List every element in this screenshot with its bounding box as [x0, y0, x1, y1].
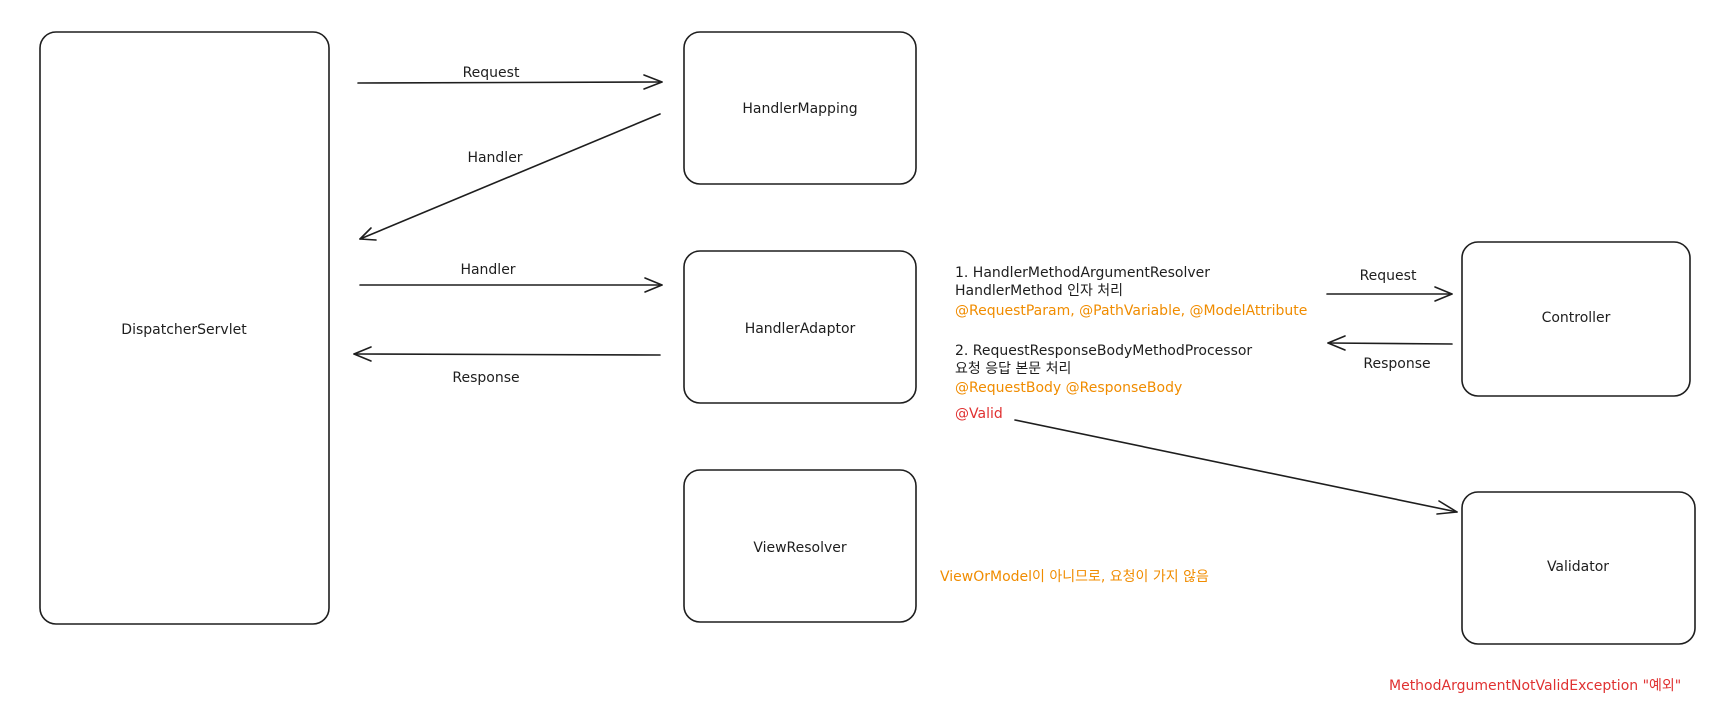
arrow-valid-to-validator: [1014, 419, 1458, 515]
view-note-rest: 이 아니므로, 요청이 가지 않음: [1032, 569, 1209, 585]
view-note-highlight: ViewOrModel: [940, 569, 1032, 585]
arrow-controller-to-adaptor: [1327, 335, 1453, 351]
handler-mapping-box[interactable]: [683, 31, 917, 185]
edge-label-handler-return: Handler: [467, 150, 522, 166]
valid-annotation: @Valid: [955, 406, 1003, 422]
edge-label-handler: Handler: [460, 262, 515, 278]
exception-note: MethodArgumentNotValidException "예외": [1389, 678, 1681, 694]
exception-name: MethodArgumentNotValidException: [1389, 678, 1638, 694]
view-resolver-label: ViewResolver: [753, 540, 847, 556]
resolver-annotations: @RequestParam, @PathVariable, @ModelAttr…: [955, 303, 1307, 319]
resolver-title: 1. HandlerMethodArgumentResolver: [955, 265, 1210, 281]
dispatcher-servlet-box[interactable]: [39, 31, 330, 625]
arrow-adaptor-to-dispatcher: [353, 346, 661, 362]
arrow-dispatcher-to-adaptor: [359, 277, 663, 293]
edge-label-response: Response: [452, 370, 519, 386]
arrow-mapping-to-dispatcher: [359, 113, 661, 241]
processor-description: 요청 응답 본문 처리: [955, 361, 1071, 377]
processor-title: 2. RequestResponseBodyMethodProcessor: [955, 343, 1252, 359]
validator-box[interactable]: [1461, 491, 1696, 645]
arrow-dispatcher-to-mapping: [357, 74, 663, 90]
view-resolver-note: ViewOrModel이 아니므로, 요청이 가지 않음: [940, 569, 1209, 585]
handler-adaptor-box[interactable]: [683, 250, 917, 404]
handler-adaptor-label: HandlerAdaptor: [745, 321, 856, 337]
edge-label-controller-response: Response: [1363, 356, 1430, 372]
exception-suffix: "예외": [1638, 678, 1681, 694]
arrow-adaptor-to-controller: [1326, 286, 1453, 302]
validator-label: Validator: [1547, 559, 1609, 575]
controller-box[interactable]: [1461, 241, 1691, 397]
handler-mapping-label: HandlerMapping: [742, 101, 857, 117]
edge-label-request: Request: [463, 65, 520, 81]
view-resolver-box[interactable]: [683, 469, 917, 623]
processor-annotations: @RequestBody @ResponseBody: [955, 380, 1182, 396]
dispatcher-servlet-label: DispatcherServlet: [121, 322, 247, 338]
controller-label: Controller: [1542, 310, 1611, 326]
edge-label-controller-request: Request: [1360, 268, 1417, 284]
resolver-description: HandlerMethod 인자 처리: [955, 283, 1123, 299]
